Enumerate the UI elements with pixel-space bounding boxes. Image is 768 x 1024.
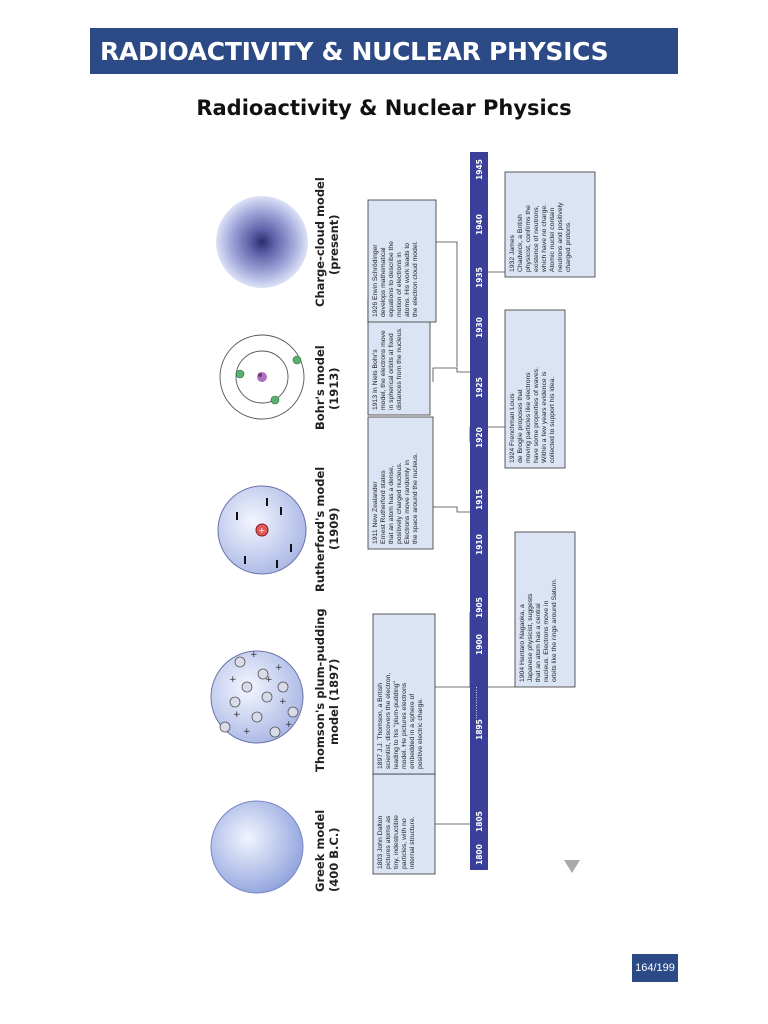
event-box-1932: 1932 JamesChadwick, a Britishphysicist, … [504, 171, 596, 278]
year-label-1935: 1935 [475, 267, 484, 288]
event-text-1911: 1911 New ZealanderErnest Rutherford stat… [372, 453, 419, 544]
year-label-1945: 1945 [475, 159, 484, 180]
event-box-1897: 1897 J.J. Thomson, a Britishscientist, d… [372, 613, 436, 775]
model-title-rutherford-line1: Rutherford's model [313, 467, 327, 592]
svg-text:+: + [250, 650, 258, 660]
year-label-1940: 1940 [475, 214, 484, 235]
svg-text:+: + [279, 697, 287, 707]
bohr-atom-icon [219, 334, 305, 420]
model-title-greek-line1: Greek model [313, 810, 327, 892]
timeline-year-labels: 1800 1805 1895 1900 1905 1910 1915 1920 1925 1930… [475, 159, 484, 865]
model-title-bohr-line2: (1913) [327, 367, 341, 410]
event-box-1803: 1803 John Daltonpictures atoms astiny, i… [372, 773, 436, 875]
timeline-ellipsis: .................. [470, 686, 479, 732]
year-label-1910: 1910 [475, 534, 484, 555]
event-text-1904: 1904 Hantaro Nagaoka, aJapanese physicis… [519, 578, 558, 682]
year-label-1905: 1905 [475, 597, 484, 618]
charge-cloud-icon [216, 196, 308, 288]
svg-text:+: + [229, 675, 237, 685]
svg-text:+: + [275, 663, 283, 673]
event-box-1904: 1904 Hantaro Nagaoka, aJapanese physicis… [514, 531, 576, 688]
model-title-cloud-line2: (present) [327, 214, 341, 275]
event-text-1897: 1897 J.J. Thomson, a Britishscientist, d… [377, 673, 424, 769]
svg-text:+: + [243, 727, 251, 737]
event-text-1803: 1803 John Daltonpictures atoms astiny, i… [377, 815, 416, 869]
timeline-axis [470, 152, 488, 870]
svg-text:+: + [265, 675, 273, 685]
model-title-rutherford-line2: (1909) [327, 507, 341, 550]
year-label-1895: 1895 [475, 719, 484, 740]
year-label-1805: 1805 [475, 811, 484, 832]
svg-text:+: + [259, 526, 266, 535]
year-label-1920: 1920 [475, 427, 484, 448]
year-label-1915: 1915 [475, 489, 484, 510]
event-boxes: 1803 John Daltonpictures atoms astiny, i… [367, 171, 596, 875]
model-title-cloud-line1: Charge-cloud model [313, 177, 327, 307]
model-title-greek-line2: (400 B.C.) [327, 828, 341, 892]
year-label-1900: 1900 [475, 634, 484, 655]
timeline-svg: +++ +++ ++ + Gr [210, 152, 596, 894]
greek-sphere-icon [210, 800, 304, 894]
page-number: 164/199 [632, 954, 678, 982]
atomic-model-timeline-figure: +++ +++ ++ + Gr [205, 142, 625, 902]
event-text-1926: 1926 Erwin Schrödingerdevelops mathemati… [372, 241, 419, 317]
event-text-1932: 1932 JamesChadwick, a Britishphysicist, … [509, 202, 572, 273]
model-title-thomson-line2: model (1897) [327, 659, 341, 745]
rutherford-atom-icon: + [217, 485, 307, 575]
year-label-1930: 1930 [475, 317, 484, 338]
model-title-thomson-line1: Thomson's plum-pudding [313, 608, 327, 772]
event-box-1924: 1924 Frenchman Louisde Broglie proposes … [504, 309, 566, 469]
banner-title: RADIOACTIVITY & NUCLEAR PHYSICS [100, 37, 609, 66]
svg-text:+: + [233, 710, 241, 720]
event-box-1911: 1911 New ZealanderErnest Rutherford stat… [367, 416, 434, 550]
event-text-1924: 1924 Frenchman Louisde Broglie proposes … [509, 367, 556, 463]
page-subtitle: Radioactivity & Nuclear Physics [196, 96, 572, 120]
event-text-1913: 1913 In Niels Bohr'smodel, the electrons… [372, 327, 403, 410]
header-banner: RADIOACTIVITY & NUCLEAR PHYSICS [90, 28, 678, 74]
year-label-1800: 1800 [475, 844, 484, 865]
down-triangle-icon [564, 860, 580, 873]
plum-pudding-atom-icon: +++ +++ ++ [210, 650, 304, 744]
year-label-1925: 1925 [475, 377, 484, 398]
event-box-1926: 1926 Erwin Schrödingerdevelops mathemati… [367, 199, 437, 323]
svg-text:+: + [285, 720, 293, 730]
model-title-bohr-line1: Bohr's model [313, 345, 327, 430]
